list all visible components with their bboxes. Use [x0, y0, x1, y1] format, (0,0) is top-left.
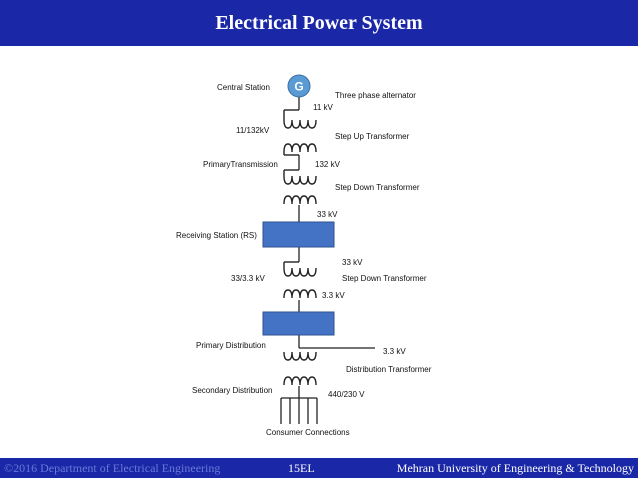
footer-course-code: 15EL [288, 461, 315, 475]
label-33kv-b: 33 kV [342, 258, 363, 267]
trunk-lines [298, 97, 375, 398]
header-bar [0, 0, 638, 46]
label-440-230v: 440/230 V [328, 390, 365, 399]
label-3-3kv-b: 3.3 kV [383, 347, 406, 356]
label-primary-distribution: Primary Distribution [196, 341, 266, 350]
step-down-transformer-1-secondary [283, 195, 317, 205]
footer-university: Mehran University of Engineering & Techn… [396, 461, 634, 475]
generator-symbol: G [294, 80, 303, 94]
label-secondary-distribution: Secondary Distribution [192, 386, 272, 395]
receiving-station-box [262, 221, 335, 248]
distribution-transformer-primary [283, 351, 317, 361]
label-11-132kv: 11/132kV [236, 126, 270, 135]
slide-title: Electrical Power System [215, 12, 423, 34]
label-distribution-transformer: Distribution Transformer [346, 365, 432, 374]
step-up-transformer-secondary [283, 143, 317, 153]
label-central-station: Central Station [217, 83, 270, 92]
step-up-transformer-primary [283, 119, 317, 129]
transformer-coils [283, 109, 317, 386]
label-132kv: 132 kV [315, 160, 341, 169]
consumer-connections [280, 397, 318, 424]
label-33kv-a: 33 kV [317, 210, 338, 219]
label-3-3kv-a: 3.3 kV [322, 291, 345, 300]
label-step-down-transformer-1: Step Down Transformer [335, 183, 420, 192]
label-11kv: 11 kV [313, 103, 334, 112]
label-receiving-station: Receiving Station (RS) [176, 231, 257, 240]
primary-distribution-box [262, 311, 335, 336]
step-down-transformer-2-primary [283, 267, 317, 277]
generator: G [287, 74, 311, 98]
label-step-down-transformer-2: Step Down Transformer [342, 274, 427, 283]
label-primary-transmission: PrimaryTransmission [203, 160, 278, 169]
label-consumer-connections: Consumer Connections [266, 428, 350, 437]
footer-copyright: ©2016 Department of Electrical Engineeri… [4, 461, 221, 475]
distribution-transformer-secondary [283, 376, 317, 386]
label-33-3-3kv: 33/3.3 kV [231, 274, 265, 283]
label-three-phase-alternator: Three phase alternator [335, 91, 416, 100]
step-down-transformer-2-secondary [283, 289, 317, 299]
footer-bar [0, 458, 638, 478]
label-step-up-transformer: Step Up Transformer [335, 132, 410, 141]
step-down-transformer-1-primary [283, 175, 317, 185]
